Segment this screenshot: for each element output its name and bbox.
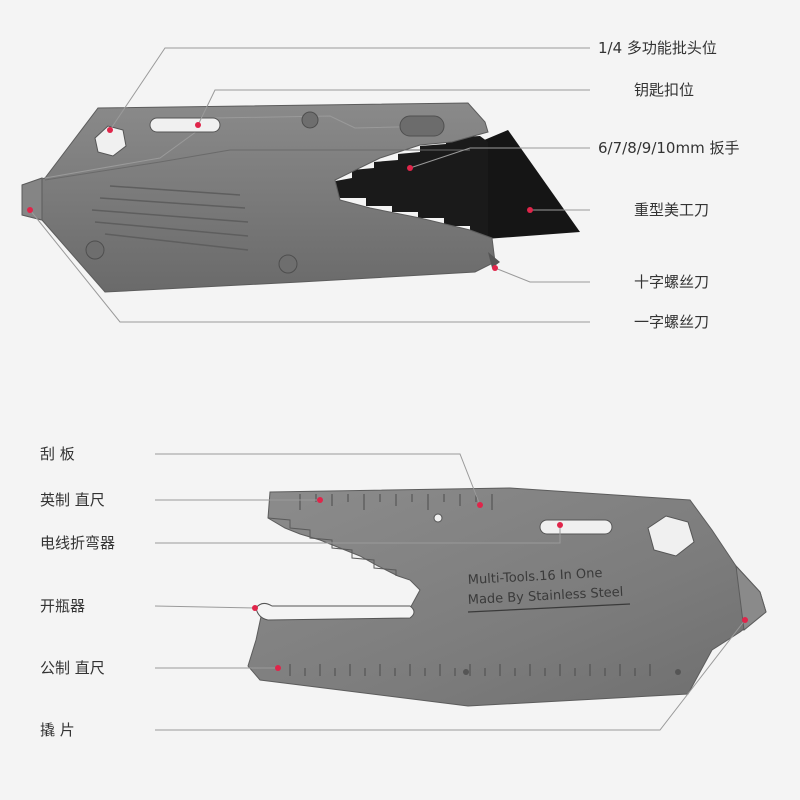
metric-ruler-ticks [289, 664, 651, 676]
top-leader-lines [29, 47, 590, 323]
body-split-line [44, 115, 441, 179]
slider-button [399, 115, 445, 137]
callout-bottle-opener: 开瓶器 [40, 597, 86, 615]
hex-bit-hole [94, 125, 127, 157]
callout-pry-bar: 撬 片 [40, 721, 75, 739]
key-slot-hole [149, 117, 221, 133]
callout-bit-holder: 1/4 多功能批头位 [598, 39, 717, 57]
callout-metric-ruler: 公制 直尺 [40, 659, 105, 677]
bottom-leader-lines [154, 453, 746, 731]
callout-phillips: 十字螺丝刀 [634, 273, 710, 291]
callout-wire-bender: 电线折弯器 [40, 534, 116, 552]
screws [85, 111, 319, 274]
callout-key-slot: 钥匙扣位 [634, 81, 695, 99]
callout-scraper: 刮 板 [40, 445, 75, 463]
hex-hole-bottom [647, 515, 695, 557]
grip-grooves [91, 185, 249, 251]
utility-blade [470, 130, 580, 240]
engraving-line-1: Multi-Tools.16 In One [467, 566, 602, 588]
callout-utility-knife: 重型美工刀 [634, 201, 710, 219]
wire-bender-slot [539, 519, 613, 535]
bottom-marker-dots [252, 497, 748, 671]
inch-ruler-ticks [299, 494, 493, 510]
top-multitool [21, 102, 580, 293]
callout-inch-ruler: 英制 直尺 [40, 491, 105, 509]
top-marker-dots [27, 122, 533, 271]
callout-flathead: 一字螺丝刀 [634, 313, 710, 331]
wrench-jaw [330, 136, 488, 236]
bottle-opener-notch [255, 602, 415, 621]
callout-wrench: 6/7/8/9/10mm 扳手 [598, 139, 740, 157]
bottom-multitool: Multi-Tools.16 In One Made By Stainless … [247, 487, 767, 707]
